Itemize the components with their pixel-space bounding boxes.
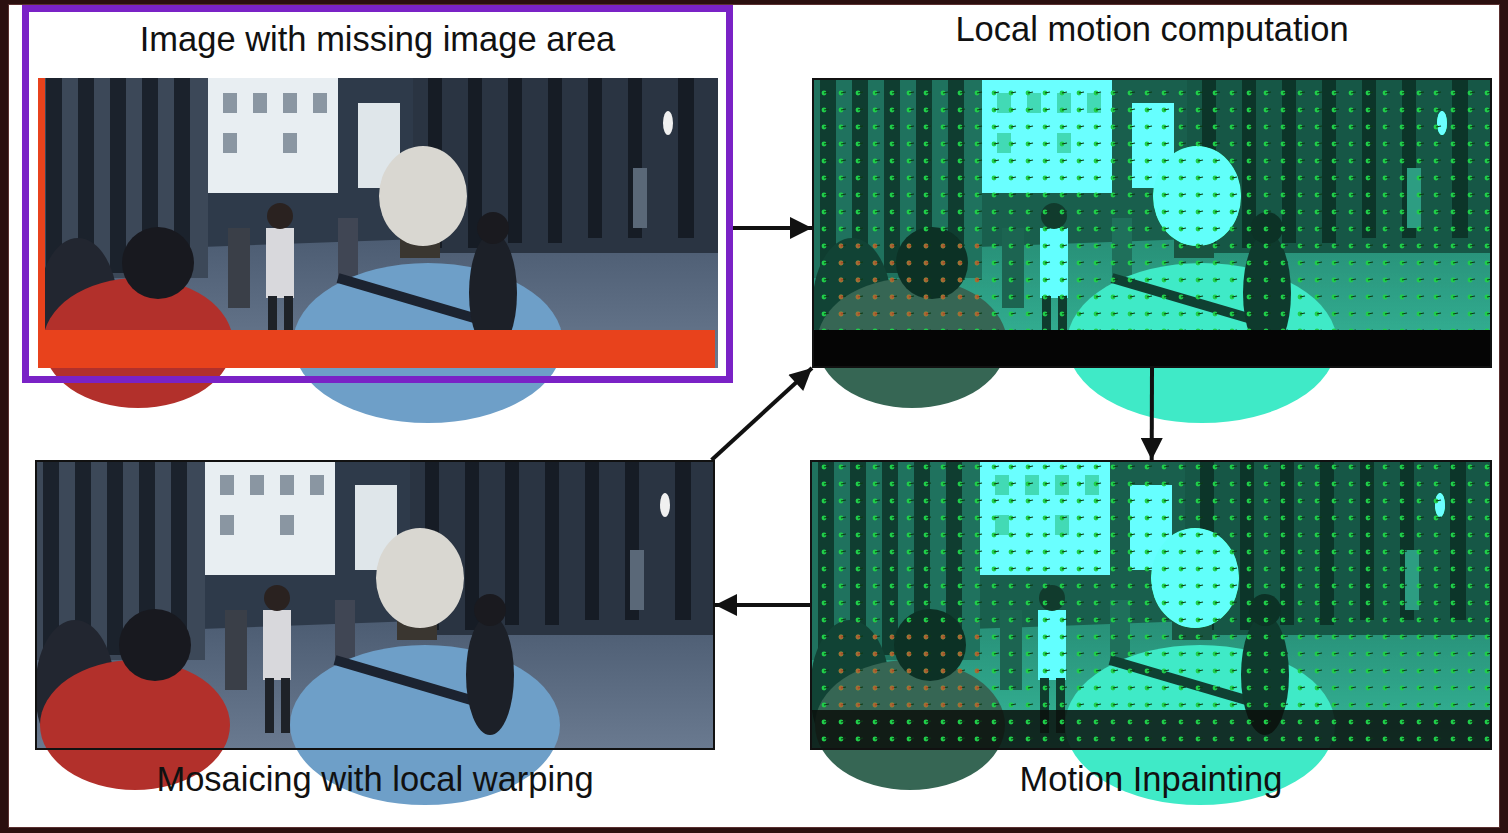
panel-heading: Local motion computation <box>814 10 1490 50</box>
panel-heading: Image with missing image area <box>29 20 726 60</box>
flow-arrow <box>733 226 812 230</box>
missing-area-image <box>38 78 718 423</box>
image-panel: Motion Inpainting <box>810 460 1492 750</box>
image-panel: Image with missing image area <box>22 5 733 383</box>
flow-arrow <box>715 603 810 607</box>
image-panel: Local motion computation <box>812 78 1492 368</box>
inpainted-motion-image <box>810 460 1492 805</box>
flow-arrow <box>1150 368 1154 460</box>
image-panel: Mosaicing with local warping <box>35 460 715 750</box>
panel-heading: Mosaicing with local warping <box>37 760 713 800</box>
mosaic-image <box>35 460 715 805</box>
panel-heading: Motion Inpainting <box>812 760 1490 800</box>
